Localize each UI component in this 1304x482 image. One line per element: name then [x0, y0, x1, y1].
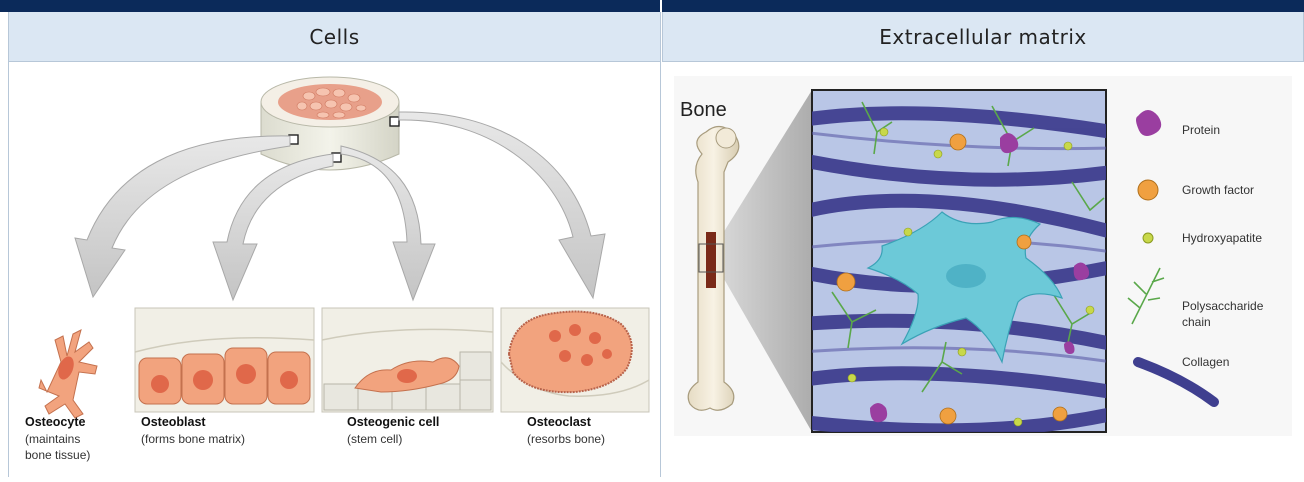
legend-polysaccharide-line1: Polysaccharide	[1182, 299, 1264, 313]
osteoblast-illustration	[135, 308, 314, 412]
top-bar-divider	[660, 0, 662, 12]
legend-growth-factor: Growth factor	[1182, 183, 1254, 197]
osteoclast-name: Osteoclast	[527, 415, 592, 429]
header-matrix-label: Extracellular matrix	[879, 25, 1086, 49]
legend-collagen: Collagen	[1182, 355, 1229, 369]
hydroxyapatite-legend-icon	[1143, 233, 1153, 243]
legend-polysaccharide-line2: chain	[1182, 315, 1211, 329]
osteogenic-cell-illustration	[322, 308, 493, 412]
top-bar	[0, 0, 1304, 12]
cells-diagram: Osteocyte (maintains bone tissue) Osteob…	[9, 62, 662, 477]
header-extracellular-matrix: Extracellular matrix	[662, 12, 1304, 62]
osteocyte-name: Osteocyte	[25, 415, 85, 429]
legend-protein: Protein	[1182, 123, 1220, 137]
bone-label: Bone	[680, 99, 727, 121]
osteoblast-name: Osteoblast	[141, 415, 206, 429]
header-cells-label: Cells	[309, 25, 359, 49]
osteogenic-cell-desc: (stem cell)	[347, 432, 402, 446]
legend-hydroxyapatite: Hydroxyapatite	[1182, 231, 1262, 245]
osteocyte-desc-line1: (maintains	[25, 432, 80, 446]
matrix-closeup	[802, 90, 1112, 432]
arrow-to-osteogenic-cell	[341, 146, 435, 300]
osteogenic-cell-name: Osteogenic cell	[347, 415, 439, 429]
arrow-to-osteoclast	[399, 112, 605, 298]
growth-factor-legend-icon	[1138, 180, 1158, 200]
osteoclast-illustration	[501, 308, 649, 412]
arrow-to-osteocyte	[75, 136, 290, 297]
osteocyte-desc-line2: bone tissue)	[25, 448, 90, 462]
osteoblast-desc: (forms bone matrix)	[141, 432, 245, 446]
matrix-diagram: Bone	[662, 62, 1304, 477]
osteoclast-desc: (resorbs bone)	[527, 432, 605, 446]
osteocyte-illustration	[39, 330, 97, 418]
cells-panel: Osteocyte (maintains bone tissue) Osteob…	[8, 62, 661, 477]
matrix-panel: Bone	[662, 62, 1304, 477]
arrow-to-osteoblast	[213, 154, 333, 300]
header-cells: Cells	[8, 12, 661, 62]
